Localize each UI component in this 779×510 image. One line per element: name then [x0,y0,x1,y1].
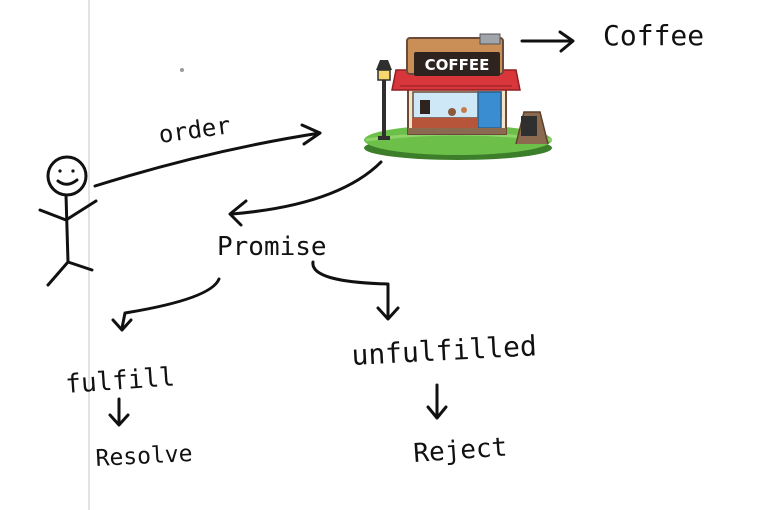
coffee-shop-illustration: COFFEE [364,33,553,160]
coffee-label: Coffee [603,19,704,52]
fulfill-branch-arrow [111,277,221,332]
reject-label: Reject [412,433,508,469]
shop-sign-text: COFFEE [425,56,490,74]
stick-figure-arms [38,199,98,222]
coffee-arrow [520,30,575,53]
unfulfilled-branch-arrow [311,260,400,321]
resolve-label: Resolve [95,441,193,472]
shop-sign [414,52,500,76]
stick-figure-legs [46,260,94,287]
stick-figure [38,155,98,287]
stray-dot [180,68,184,72]
order-label: order [157,111,232,149]
unfulfilled-label: unfulfilled [351,329,538,372]
promise-label: Promise [217,232,327,262]
stick-figure-body [64,193,70,264]
stick-figure-head [46,155,88,197]
reject-arrow [426,383,448,420]
fulfill-label: fulfill [64,362,175,400]
order-arrow [93,123,322,188]
promise-arrow [228,160,383,227]
resolve-arrow [108,397,130,427]
